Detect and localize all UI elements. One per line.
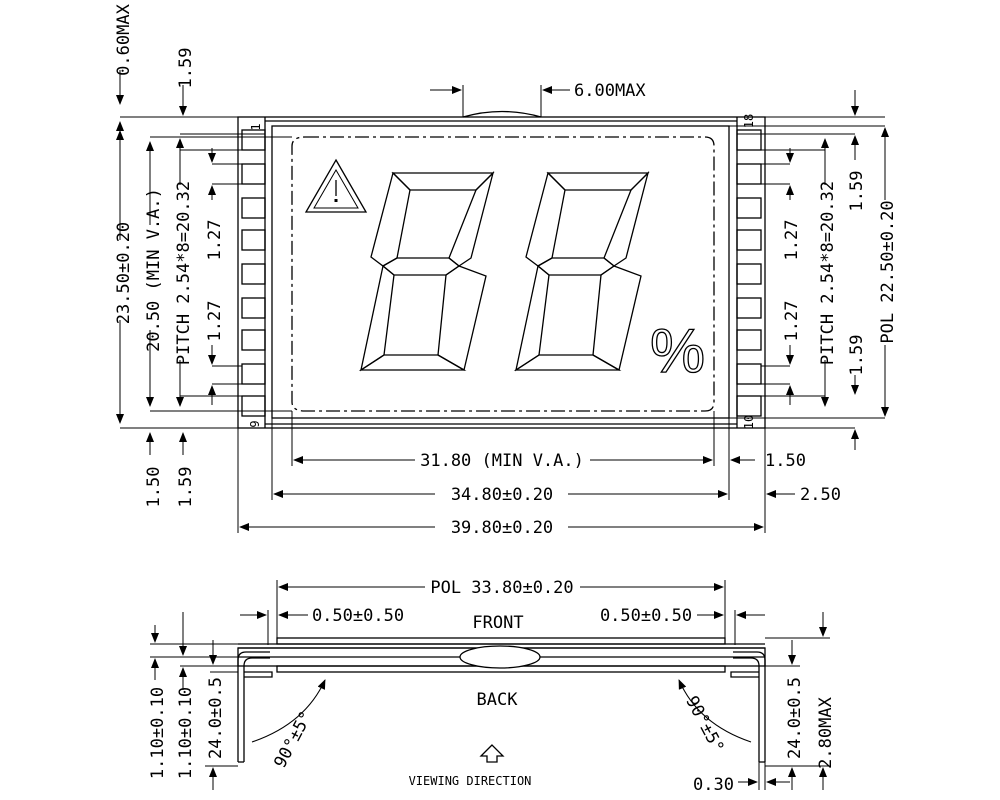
warning-icon: [304, 158, 368, 213]
dim-20-50-va: 20.50 (MIN V.A.): [144, 188, 164, 352]
dim-1-27-left-b: 1.27: [205, 301, 225, 342]
front-label: FRONT: [472, 613, 523, 633]
percent-sign: %: [650, 317, 705, 386]
dim-1-50-bottom: 1.50: [144, 467, 164, 508]
pin-18-label: 18: [742, 114, 756, 128]
side-view: POL 33.80±0.20 0.50±0.50 0.50±0.50 FRONT…: [148, 578, 836, 795]
dim-pol-22-50: POL 22.50±0.20: [878, 200, 898, 343]
dim-24-0-left: 24.0±0.5: [206, 677, 226, 759]
dim-34-80: 34.80±0.20: [451, 485, 553, 505]
dim-23-50: 23.50±0.20: [114, 222, 134, 324]
viewing-area: [291, 136, 715, 412]
pin-10-label: 10: [742, 415, 756, 429]
dim-1-59-bottom: 1.59: [176, 467, 196, 508]
dim-1-27-left-a: 1.27: [205, 220, 225, 261]
dim-1-27-right-b: 1.27: [782, 301, 802, 342]
dim-0-60max: 0.60MAX: [114, 3, 134, 75]
dim-pitch-right: PITCH 2.54*8=20.32: [818, 181, 838, 365]
outer-outline: [237, 116, 766, 429]
dim-6-00max: 6.00MAX: [574, 81, 646, 101]
pin-1-label: 1: [249, 123, 263, 130]
dim-1-10-a: 1.10±0.10: [148, 687, 168, 779]
dim-31-80-va: 31.80 (MIN V.A.): [420, 451, 584, 471]
front-polarizer: [276, 637, 726, 645]
dim-1-10-b: 1.10±0.10: [176, 687, 196, 779]
right-lead: [733, 651, 766, 762]
dim-1-50-right: 1.50: [765, 451, 806, 471]
dim-2-80max: 2.80MAX: [816, 696, 836, 768]
left-pins: [241, 129, 266, 417]
dim-24-0-right: 24.0±0.5: [785, 677, 805, 759]
dim-1-59-right-a: 1.59: [847, 171, 867, 212]
dim-0-50-left: 0.50±0.50: [312, 606, 404, 626]
dim-1-59-top: 1.59: [176, 48, 196, 89]
dim-0-30: 0.30: [693, 775, 734, 795]
top-view: 1 9 18 10 %: [237, 110, 766, 429]
angle-right: 90°±5°: [681, 693, 727, 757]
polarizer-outline: [271, 125, 730, 419]
angle-left: 90°±5°: [270, 708, 316, 772]
top-dimensions: 0.60MAX 1.59 23.50±0.20 20.50 (MIN V.A.)…: [114, 3, 898, 538]
viewing-arrow-icon: [479, 744, 505, 763]
right-pins: [736, 129, 762, 417]
digit-1: [358, 170, 495, 372]
digit-2: [513, 170, 650, 372]
seal-bump: [459, 645, 541, 669]
dim-pitch-left: PITCH 2.54*8=20.32: [174, 181, 194, 365]
dim-pol-33-80: POL 33.80±0.20: [430, 578, 573, 598]
dim-39-80: 39.80±0.20: [451, 518, 553, 538]
dim-1-27-right-a: 1.27: [782, 220, 802, 261]
dim-1-59-right-b: 1.59: [847, 335, 867, 376]
viewing-direction-label: VIEWING DIRECTION: [409, 774, 532, 788]
dim-2-50: 2.50: [800, 485, 841, 505]
pin-9-label: 9: [248, 420, 262, 427]
back-label: BACK: [477, 690, 519, 710]
left-lead: [237, 651, 270, 762]
dim-0-50-right: 0.50±0.50: [600, 606, 692, 626]
